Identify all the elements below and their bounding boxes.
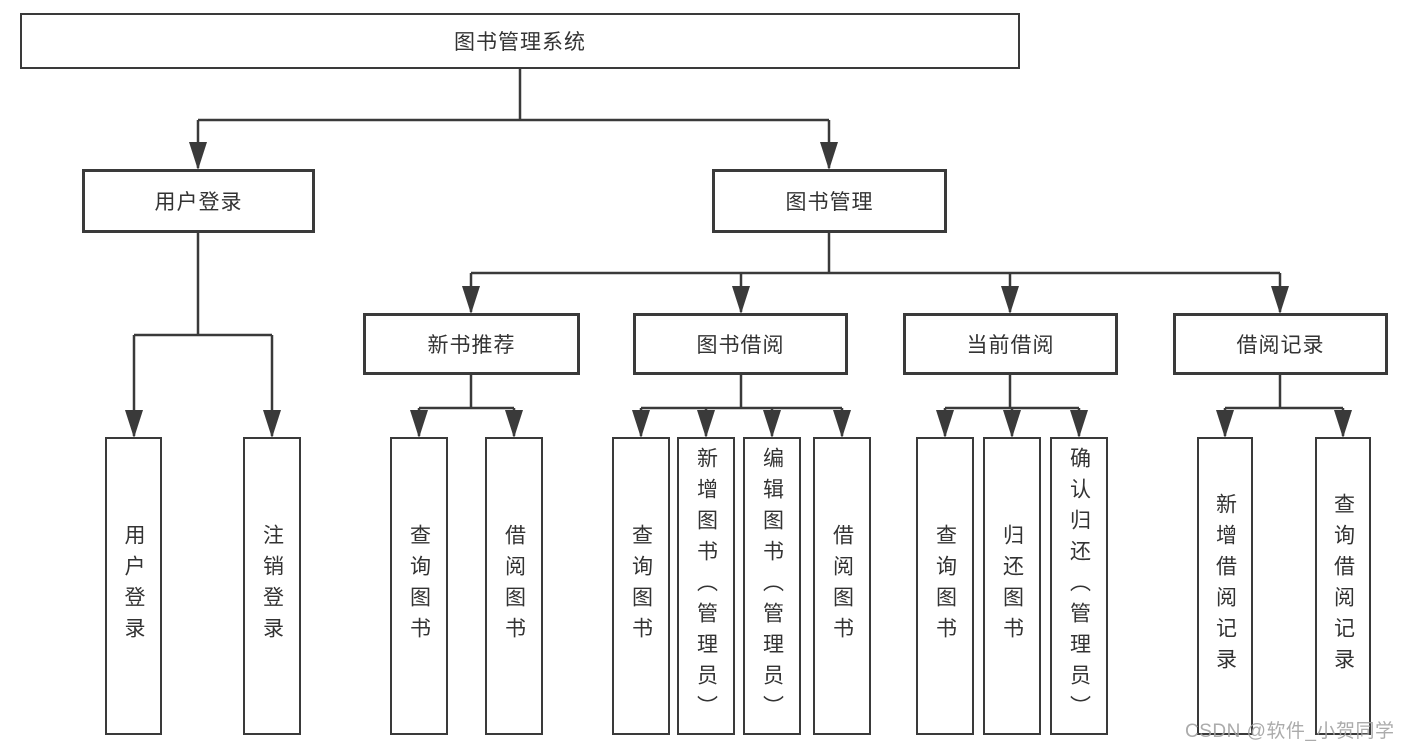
node-book-borrow: 图书借阅 <box>633 313 848 375</box>
leaf-query-borrow-record: 查询借阅记录 <box>1315 437 1371 735</box>
node-label: 图书管理系统 <box>454 31 586 54</box>
leaf-label: 查询借阅记录 <box>1331 493 1355 679</box>
leaf-label: 新增借阅记录 <box>1213 493 1237 679</box>
leaf-confirm-return-admin: 确认归还（管理员） <box>1050 437 1108 735</box>
node-borrow-records: 借阅记录 <box>1173 313 1388 375</box>
node-book-management: 图书管理 <box>712 169 947 233</box>
leaf-query-books-recommend: 查询图书 <box>390 437 448 735</box>
leaf-query-books-current: 查询图书 <box>916 437 974 735</box>
leaf-logout: 注销登录 <box>243 437 301 735</box>
node-label: 借阅记录 <box>1236 334 1325 357</box>
leaf-label: 查询图书 <box>407 524 431 648</box>
leaf-label: 归还图书 <box>1000 524 1024 648</box>
node-label: 当前借阅 <box>966 334 1055 357</box>
leaf-return-book: 归还图书 <box>983 437 1041 735</box>
node-user-login: 用户登录 <box>82 169 315 233</box>
leaf-label: 确认归还（管理员） <box>1067 446 1091 726</box>
node-label: 用户登录 <box>154 191 243 214</box>
leaf-label: 新增图书（管理员） <box>694 446 718 726</box>
leaf-query-books-borrow: 查询图书 <box>612 437 670 735</box>
leaf-borrow-books: 借阅图书 <box>813 437 871 735</box>
node-current-borrow: 当前借阅 <box>903 313 1118 375</box>
leaf-label: 注销登录 <box>260 524 284 648</box>
leaf-edit-book-admin: 编辑图书（管理员） <box>743 437 801 735</box>
leaf-label: 查询图书 <box>629 524 653 648</box>
leaf-label: 借阅图书 <box>502 524 526 648</box>
node-label: 图书管理 <box>785 191 874 214</box>
leaf-borrow-books-recommend: 借阅图书 <box>485 437 543 735</box>
leaf-add-book-admin: 新增图书（管理员） <box>677 437 735 735</box>
node-label: 图书借阅 <box>696 334 785 357</box>
leaf-label: 借阅图书 <box>830 524 854 648</box>
leaf-add-borrow-record: 新增借阅记录 <box>1197 437 1253 735</box>
arrowheads <box>125 142 1352 438</box>
connector-lines <box>132 69 1345 436</box>
csdn-watermark: CSDN @软件_小贺同学 <box>1185 721 1395 742</box>
node-root-system: 图书管理系统 <box>20 13 1020 69</box>
node-label: 新书推荐 <box>427 334 516 357</box>
leaf-label: 编辑图书（管理员） <box>760 446 784 726</box>
node-new-book-recommend: 新书推荐 <box>363 313 580 375</box>
leaf-label: 查询图书 <box>933 524 957 648</box>
leaf-label: 用户登录 <box>122 524 145 648</box>
leaf-user-login: 用户登录 <box>105 437 162 735</box>
